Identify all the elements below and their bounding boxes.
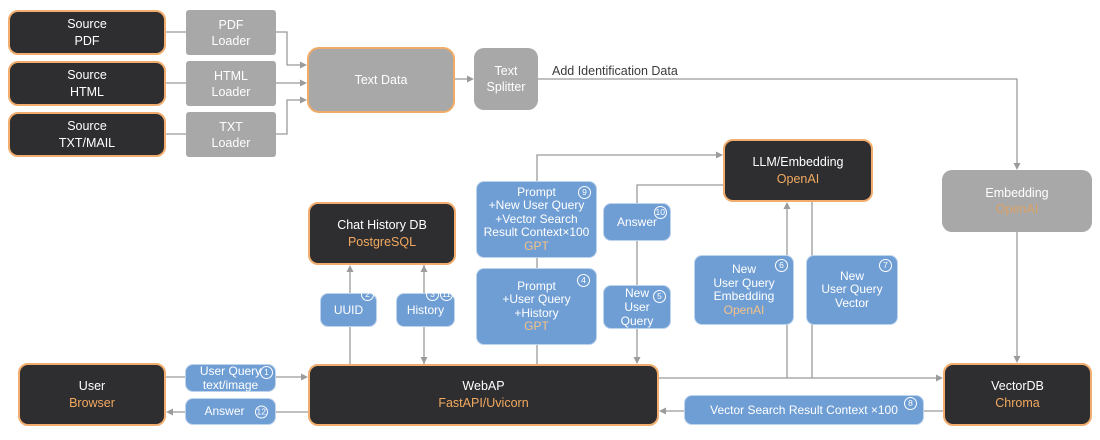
step-badge: 10 — [653, 206, 667, 219]
node-text-data: Text Data — [307, 47, 455, 113]
node-history: 3 11 History — [396, 288, 455, 327]
node-label: TXT/MAIL — [58, 135, 116, 150]
node-label: Prompt — [517, 184, 556, 199]
node-label: User Query — [821, 282, 883, 297]
node-label: Prompt — [517, 278, 556, 293]
step-badge: 8 — [904, 397, 917, 410]
node-label: Loader — [211, 84, 251, 99]
node-label: Embedding — [713, 289, 775, 303]
node-subtitle: Chroma — [995, 395, 1040, 410]
step-badge: 9 — [578, 186, 591, 199]
step-badge: 12 — [254, 405, 268, 418]
node-title: WebAP — [462, 379, 505, 393]
node-embedding-openai: Embedding OpenAI — [942, 170, 1092, 232]
node-label: +New User Query — [488, 198, 585, 213]
node-label: Query — [620, 314, 654, 328]
step-badge: 2 — [361, 288, 374, 301]
node-label: Vector Search Result Context ×100 — [710, 402, 898, 417]
node-label: Answer — [204, 404, 245, 418]
node-answer-10: 10 Answer — [603, 203, 671, 241]
node-label: Loader — [211, 135, 251, 150]
node-uuid: 2 UUID — [320, 288, 377, 327]
node-subtitle: OpenAI — [776, 171, 820, 186]
node-subtitle: PostgreSQL — [347, 234, 417, 249]
step-badge: 1 — [260, 366, 273, 379]
node-answer-12: 12 Answer — [185, 398, 276, 425]
node-label: +User Query — [502, 292, 571, 306]
node-label: History — [406, 302, 445, 317]
node-label: TXT — [219, 119, 243, 134]
node-text-splitter: Text Splitter — [474, 48, 538, 110]
node-label: Result Context×100 — [483, 225, 590, 240]
node-label: UUID — [333, 302, 364, 317]
node-subtitle: OpenAI — [995, 202, 1039, 216]
node-label: Source — [67, 118, 107, 133]
node-label: Text Data — [354, 73, 408, 87]
node-title: LLM/Embedding — [752, 154, 844, 169]
node-label: HTML — [69, 84, 105, 99]
node-label: GPT — [524, 319, 549, 333]
node-label: User Query — [713, 275, 775, 290]
node-pdf-loader: PDF Loader — [186, 10, 276, 55]
node-webap: WebAP FastAPI/Uvicorn — [308, 364, 659, 426]
node-label: Source — [67, 16, 107, 31]
node-label: Text — [494, 64, 518, 78]
node-new-user-query-5: 5 New User Query — [603, 285, 671, 329]
step-badge: 6 — [775, 259, 788, 272]
node-user-browser: User Browser — [18, 363, 166, 426]
node-html-loader: HTML Loader — [186, 61, 276, 106]
node-title: Embedding — [985, 186, 1049, 200]
node-title: Chat History DB — [337, 217, 427, 232]
node-label: New — [731, 262, 756, 276]
node-new-user-query-embedding: 6 New User Query Embedding OpenAI — [694, 255, 794, 325]
node-prompt-new-user-query: 9 Prompt +New User Query +Vector Search … — [476, 181, 597, 258]
add-identification-data-label: Add Identification Data — [552, 64, 678, 78]
step-badges: 3 11 — [426, 288, 453, 301]
node-txt-loader: TXT Loader — [186, 112, 276, 157]
node-label: New — [839, 268, 864, 283]
step-badge: 3 — [426, 288, 439, 301]
node-label: text/image — [202, 378, 259, 392]
node-label: Splitter — [486, 80, 526, 94]
step-badge: 4 — [577, 274, 590, 287]
node-label: +Vector Search — [495, 211, 578, 226]
node-subtitle: Browser — [69, 395, 115, 410]
node-source-pdf: Source PDF — [8, 10, 166, 55]
node-label: Source — [67, 67, 107, 82]
node-label: OpenAI — [723, 302, 765, 317]
node-label: New — [624, 286, 649, 300]
node-subtitle: FastAPI/Uvicorn — [438, 396, 529, 410]
node-llm-embedding-openai: LLM/Embedding OpenAI — [723, 139, 873, 202]
node-title: User — [78, 378, 106, 393]
node-source-html: Source HTML — [8, 61, 166, 106]
node-vectordb-chroma: VectorDB Chroma — [943, 363, 1092, 426]
node-label: +History — [514, 305, 559, 320]
node-label: User Query — [199, 364, 262, 378]
step-badge: 11 — [440, 288, 453, 301]
node-new-user-query-vector: 7 New User Query Vector — [806, 255, 898, 325]
node-label: User — [624, 300, 650, 314]
step-badge: 5 — [653, 290, 666, 303]
node-label: Vector — [834, 295, 870, 310]
node-vector-search-result-context: 8 Vector Search Result Context ×100 — [684, 395, 924, 425]
node-label: PDF — [218, 17, 244, 32]
node-user-query-text-image: 1 User Query text/image — [185, 364, 276, 392]
node-label: Loader — [211, 33, 251, 48]
node-prompt-user-query-history: 4 Prompt +User Query +History GPT — [476, 268, 597, 345]
node-label: Answer — [616, 214, 657, 229]
node-label: GPT — [524, 238, 549, 253]
node-title: VectorDB — [991, 378, 1044, 393]
step-badge: 7 — [879, 259, 892, 272]
node-label: PDF — [74, 33, 100, 48]
node-source-txt-mail: Source TXT/MAIL — [8, 112, 166, 157]
node-chat-history-db: Chat History DB PostgreSQL — [308, 202, 456, 265]
node-label: HTML — [213, 68, 249, 83]
